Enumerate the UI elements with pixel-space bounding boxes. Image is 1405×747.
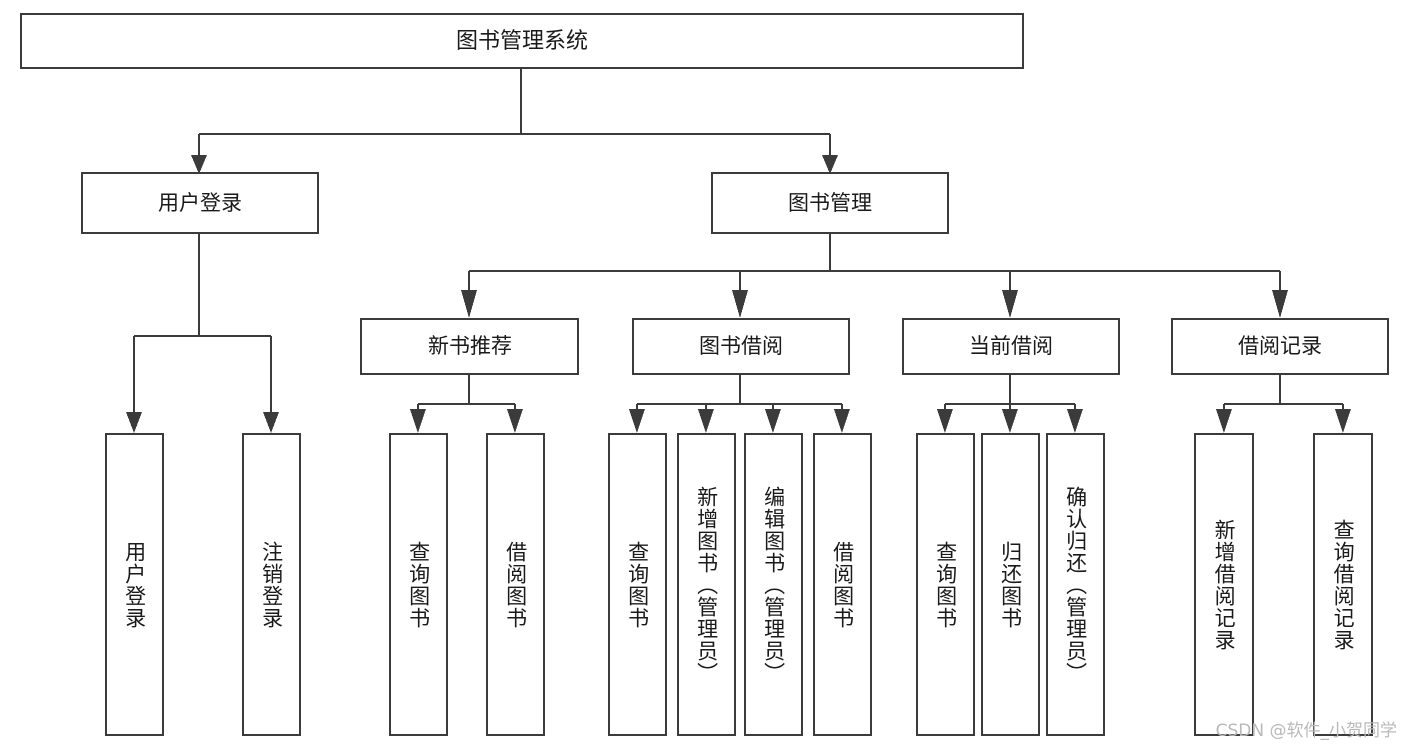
leaf-box-record-1[interactable] [1193, 432, 1255, 737]
leaf-label-record-2: 查询借阅记录 [1331, 518, 1356, 651]
node-current-borrow[interactable]: 当前借阅 [901, 317, 1121, 376]
arrow-borrow-leaf-2 [698, 409, 714, 433]
root-box[interactable] [19, 12, 1025, 70]
leaf-label-newbook-2: 借阅图书 [503, 540, 528, 629]
arrow-to-book-manage [822, 155, 838, 174]
node-new-book-recommend[interactable]: 新书推荐 [359, 317, 580, 376]
leaf-box-newbook-1[interactable] [388, 432, 449, 737]
book-manage-box[interactable] [710, 171, 950, 235]
arrow-level2-1 [461, 290, 477, 318]
connector-layer [126, 68, 1351, 433]
leaf-box-user-login-2[interactable] [241, 432, 302, 737]
arrow-current-leaf-2 [1002, 409, 1018, 433]
arrow-borrow-leaf-4 [834, 409, 850, 433]
leaf-box-user-login-1[interactable] [104, 432, 165, 737]
arrow-newbook-leaf-1 [410, 409, 426, 433]
arrow-level2-3 [1002, 290, 1018, 318]
leaf-label-borrow-2: 新增图书（管理员） [694, 485, 719, 684]
leaf-label-borrow-4: 借阅图书 [830, 540, 855, 629]
arrow-record-leaf-2 [1335, 409, 1351, 433]
arrow-borrow-leaf-1 [629, 409, 645, 433]
leaf-box-borrow-1[interactable] [607, 432, 668, 737]
root-label: 图书管理系统 [456, 29, 588, 54]
leaf-box-newbook-2[interactable] [485, 432, 546, 737]
borrow-record-label: 借阅记录 [1238, 334, 1322, 358]
leaf-label-record-1: 新增借阅记录 [1212, 518, 1237, 651]
book-borrow-box[interactable] [631, 317, 851, 376]
user-login-label: 用户登录 [158, 191, 242, 215]
arrow-borrow-leaf-3 [765, 409, 781, 433]
new-book-recommend-label: 新书推荐 [428, 334, 512, 358]
borrow-record-box[interactable] [1170, 317, 1390, 376]
current-borrow-box[interactable] [901, 317, 1121, 376]
node-user-login[interactable]: 用户登录 [80, 171, 320, 235]
leaf-label-current-3: 确认归还（管理员） [1063, 485, 1088, 684]
arrow-record-leaf-1 [1216, 409, 1232, 433]
leaf-label-current-1: 查询图书 [933, 540, 958, 629]
leaf-label-borrow-3: 编辑图书（管理员） [761, 485, 786, 684]
leaf-box-borrow-3[interactable] [743, 432, 804, 737]
leaf-box-current-1[interactable] [915, 432, 976, 737]
leaf-box-current-3[interactable] [1045, 432, 1106, 737]
current-borrow-label: 当前借阅 [969, 334, 1053, 358]
arrow-level2-2 [732, 290, 748, 318]
arrow-current-leaf-3 [1067, 409, 1083, 433]
leaf-layer [104, 432, 1374, 737]
leaf-box-borrow-2[interactable] [676, 432, 737, 737]
leaf-label-newbook-1: 查询图书 [406, 540, 431, 629]
leaf-box-current-2[interactable] [980, 432, 1041, 737]
leaf-label-current-2: 归还图书 [998, 540, 1023, 629]
node-borrow-record[interactable]: 借阅记录 [1170, 317, 1390, 376]
new-book-recommend-box[interactable] [359, 317, 580, 376]
leaf-label-borrow-1: 查询图书 [625, 540, 650, 629]
csdn-watermark: CSDN @软件_小贺同学 [1215, 721, 1397, 741]
node-book-borrow[interactable]: 图书借阅 [631, 317, 851, 376]
node-book-manage[interactable]: 图书管理 [710, 171, 950, 235]
leaf-box-borrow-4[interactable] [812, 432, 873, 737]
book-borrow-label: 图书借阅 [699, 334, 783, 358]
leaf-label-user-login-1: 用户登录 [122, 540, 147, 629]
arrow-userlogin-leaf-2 [263, 412, 279, 433]
arrow-current-leaf-1 [937, 409, 953, 433]
node-root[interactable]: 图书管理系统 [19, 12, 1025, 70]
arrow-userlogin-leaf-1 [126, 412, 142, 433]
arrow-to-user-login [191, 155, 207, 174]
leaf-box-record-2[interactable] [1312, 432, 1374, 737]
arrow-newbook-leaf-2 [507, 409, 523, 433]
leaf-label-user-login-2: 注销登录 [259, 540, 284, 629]
arrow-level2-4 [1272, 290, 1288, 318]
user-login-box[interactable] [80, 171, 320, 235]
book-manage-label: 图书管理 [788, 191, 872, 215]
